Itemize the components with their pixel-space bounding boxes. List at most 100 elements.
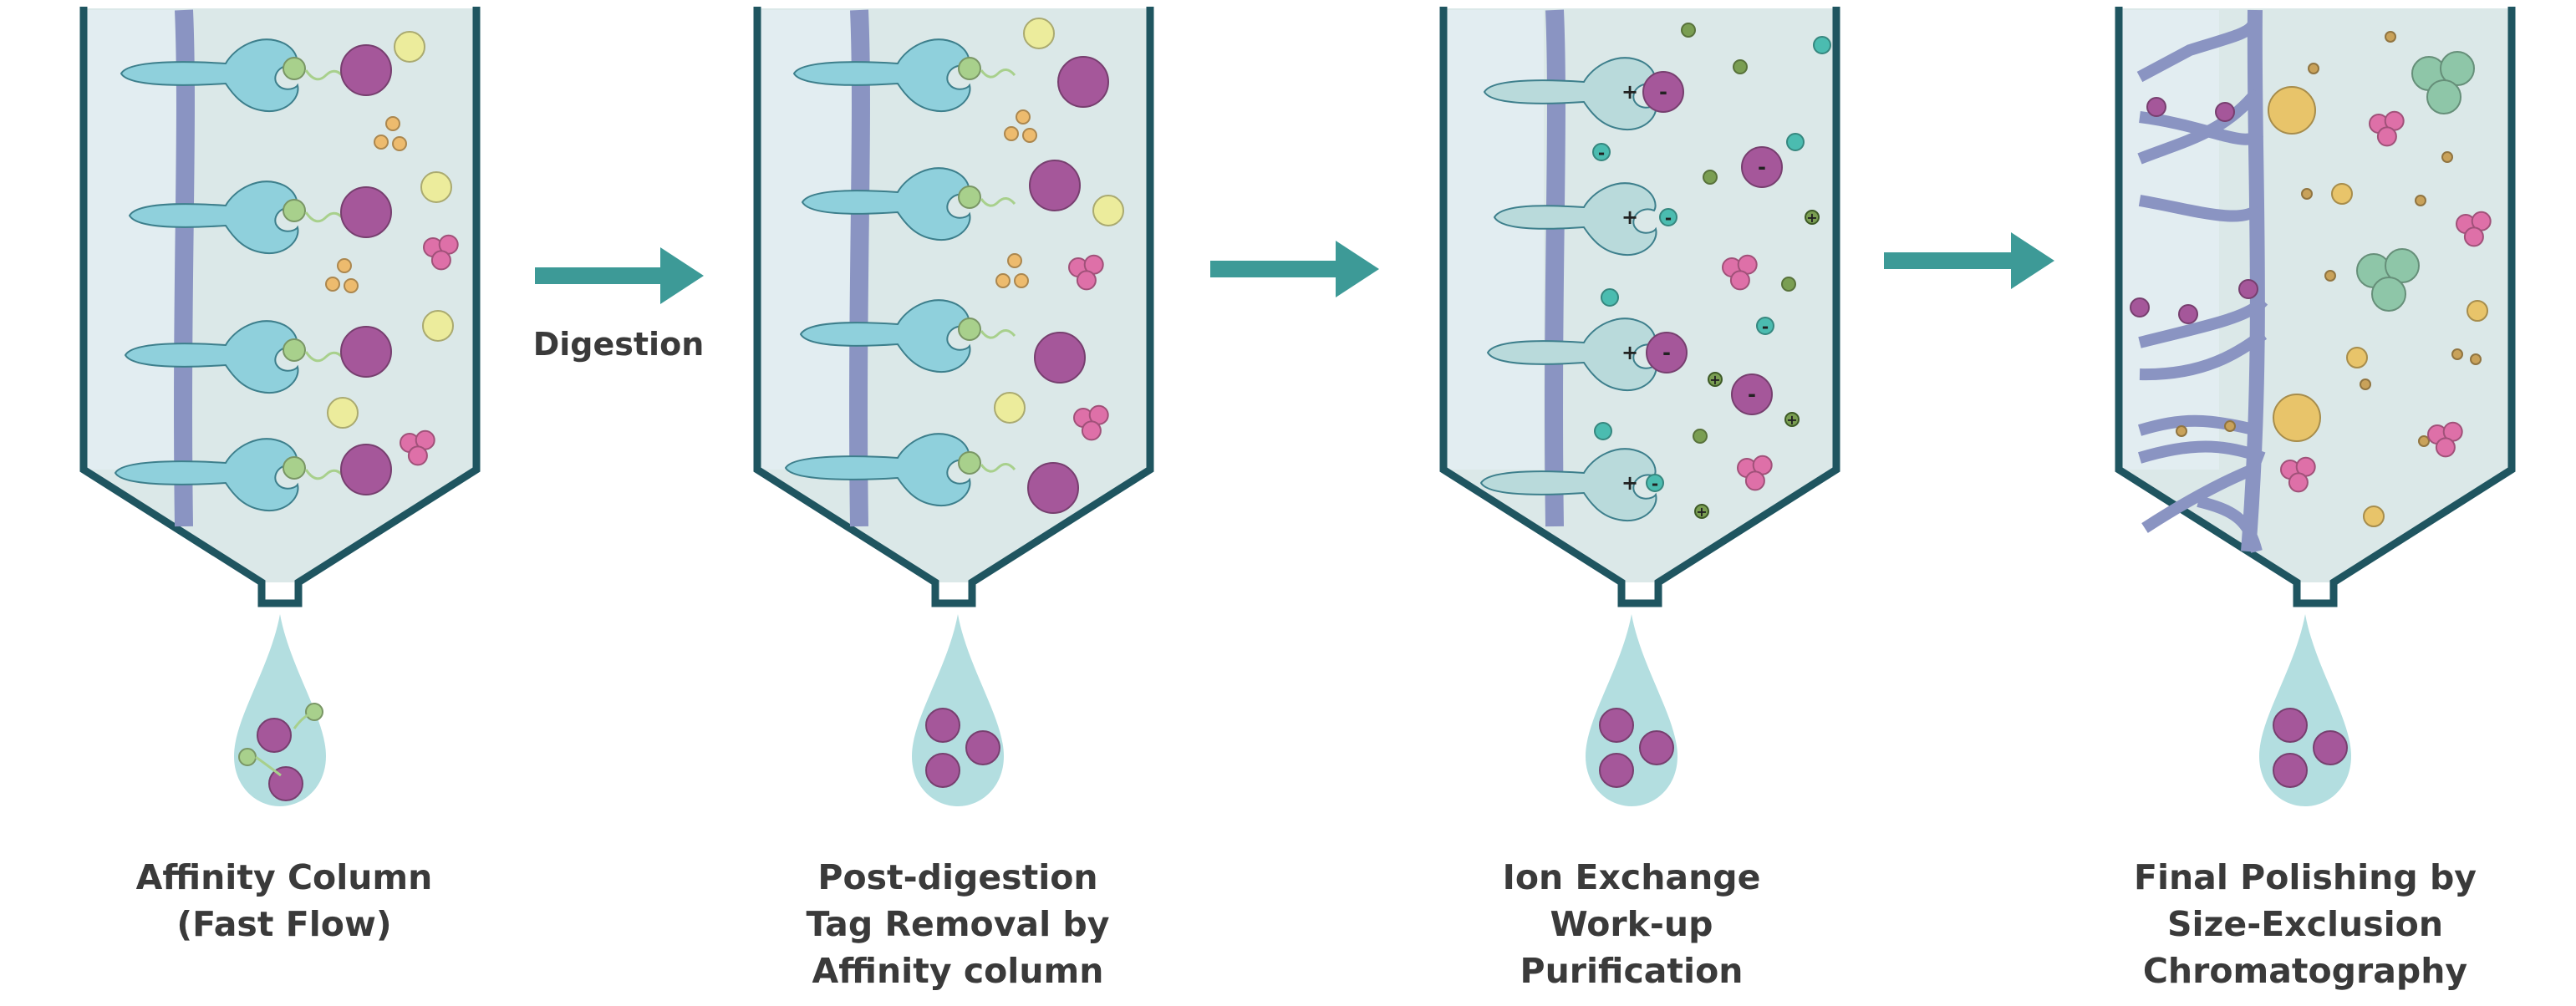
column-outline (2115, 7, 2516, 607)
impurity-small (1022, 128, 1037, 143)
impurity-yellow (994, 392, 1026, 424)
impurity-small (392, 136, 407, 151)
impurity-cluster (2435, 437, 2456, 458)
target-protein (1034, 332, 1086, 384)
small-gold (2470, 353, 2482, 365)
trapped-protein (2178, 304, 2198, 324)
ligand-receptor (1486, 318, 1657, 392)
target-protein (1642, 71, 1684, 113)
affinity-tag (283, 456, 306, 480)
eluted-protein (268, 766, 303, 801)
ligand-receptor (799, 299, 971, 373)
caption-line: Final Polishing by (2133, 857, 2477, 897)
plus-ion (1784, 412, 1800, 427)
step-caption-sec: Final Polishing by Size-Exclusion Chroma… (2071, 854, 2539, 994)
resin-pore (2138, 195, 2263, 222)
column-outline (1439, 7, 1840, 607)
charge-label: + (1621, 80, 1638, 104)
column-inner-shade (1443, 10, 1544, 470)
small-gold (2385, 31, 2396, 43)
affinity-column (79, 7, 481, 806)
small-gold (2176, 425, 2187, 437)
charge-label: - (1665, 208, 1672, 228)
trapped-protein (2130, 297, 2150, 318)
impurity-small (374, 135, 389, 150)
impurity-small (337, 258, 352, 273)
caption-line: Purification (1520, 951, 1744, 991)
column-inner-shade (84, 10, 184, 470)
target-protein (340, 326, 392, 378)
counter-ion (1646, 474, 1664, 492)
tag-linker (980, 69, 1016, 79)
target-protein (340, 444, 392, 495)
small-green (1693, 429, 1708, 444)
tag-linker (980, 329, 1016, 339)
eluted-protein (965, 730, 1000, 765)
impurity-small (1004, 126, 1019, 141)
impurity-yellow (1023, 18, 1055, 49)
medium-gold (2467, 300, 2488, 322)
ligand-receptor (128, 180, 299, 255)
small-green (1781, 277, 1796, 292)
eluted-protein (1599, 708, 1634, 743)
large-gold (2273, 394, 2321, 442)
caption-line: Affinity Column (135, 857, 433, 897)
small-gold (2324, 270, 2336, 282)
eluted-tag (238, 748, 257, 766)
tag-linker (980, 463, 1016, 473)
tag-linker (255, 755, 282, 777)
impurity-cluster (2376, 126, 2397, 147)
target-protein (1029, 160, 1081, 211)
affinity-tag (958, 451, 981, 475)
impurity-cluster (1729, 270, 1750, 291)
trapped-protein (2215, 102, 2235, 122)
ion-teal (1813, 36, 1831, 54)
process-arrow (535, 247, 704, 304)
impurity-small (344, 278, 359, 293)
medium-gold (2346, 347, 2368, 368)
eluted-protein (1639, 730, 1674, 765)
column-outline (79, 7, 481, 607)
affinity-tag (958, 318, 981, 341)
caption-line: Ion Exchange (1502, 857, 1761, 897)
trapped-protein (2146, 97, 2166, 117)
affinity-tag (283, 199, 306, 222)
charge-label: + (1621, 341, 1638, 364)
impurity-small (1007, 253, 1022, 268)
charge-label: - (1758, 155, 1766, 179)
small-gold (2451, 348, 2463, 360)
impurity-small (1014, 273, 1029, 288)
medium-gold (2331, 183, 2353, 205)
tag-linker (304, 69, 348, 81)
affinity-tag (283, 57, 306, 80)
trapped-protein (2238, 279, 2258, 299)
counter-ion (1592, 143, 1611, 161)
tag-removal-column (753, 7, 1154, 806)
tag-linker (304, 211, 348, 223)
small-gold (2360, 379, 2371, 390)
resin-pore (2139, 329, 2268, 381)
caption-line: Post-digestion (817, 857, 1098, 897)
small-gold (2301, 188, 2313, 200)
ion-teal (1594, 422, 1612, 440)
sec-column (2115, 7, 2516, 806)
impurity-small (325, 277, 340, 292)
affinity-tag (958, 185, 981, 209)
tag-linker (293, 712, 312, 729)
digestion-label: Digestion (532, 326, 705, 363)
small-gold (2415, 195, 2426, 206)
tag-linker (980, 197, 1016, 207)
charge-label: - (1659, 80, 1667, 104)
ion-teal (1601, 288, 1619, 307)
charge-label: + (1696, 504, 1707, 520)
charge-label: + (1621, 471, 1638, 495)
tag-linker (304, 469, 348, 480)
charge-label: + (1786, 412, 1797, 428)
caption-line: (Fast Flow) (176, 904, 392, 944)
charge-label: + (1621, 206, 1638, 229)
step-caption-tag-removal: Post-digestion Tag Removal by Affinity c… (724, 854, 1192, 994)
resin-pore (2137, 440, 2266, 464)
ligand-receptor (792, 38, 971, 113)
ligand-receptor (801, 167, 971, 241)
impurity-cluster (430, 250, 451, 271)
